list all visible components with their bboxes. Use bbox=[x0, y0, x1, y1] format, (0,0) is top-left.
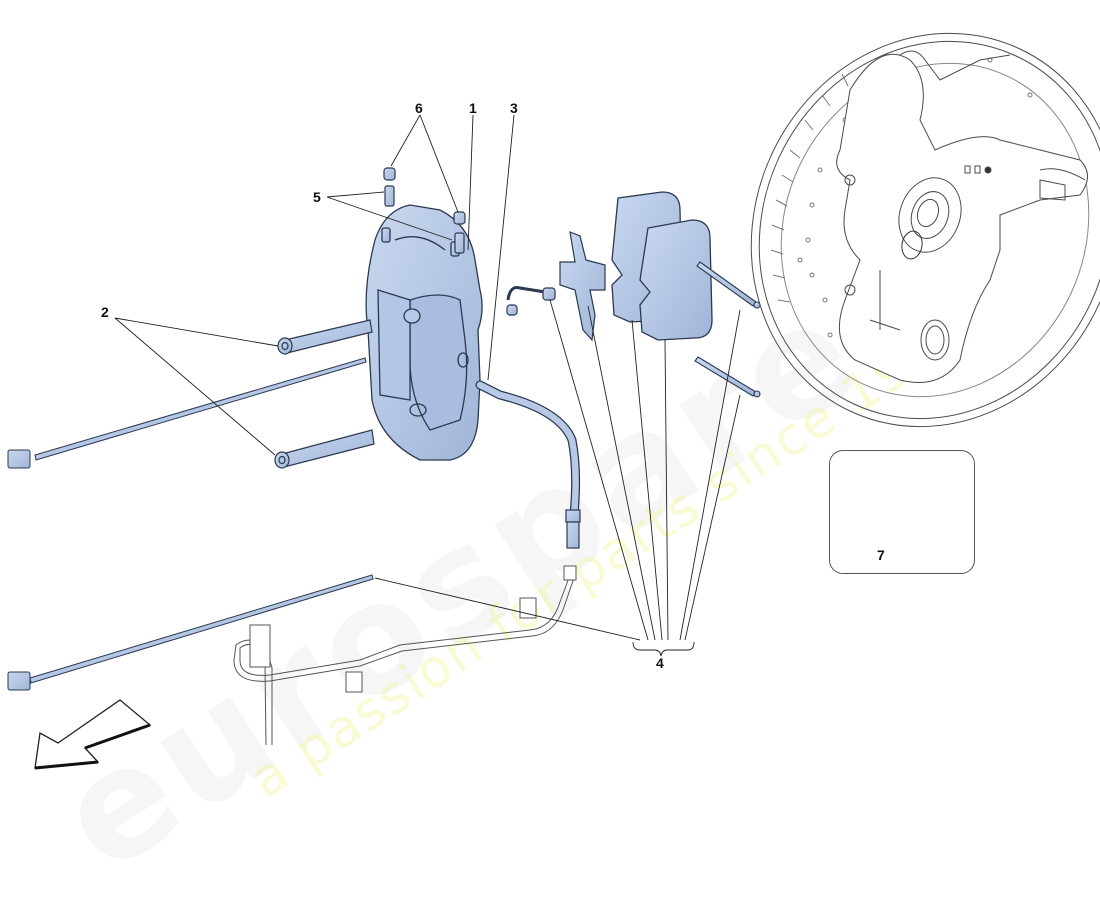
parts-diagram: eurospares a passion for parts since 197… bbox=[7, 32, 1100, 810]
brake-disc-and-hub-carrier bbox=[750, 32, 1100, 428]
bleed-screws-part[interactable] bbox=[384, 185, 465, 254]
callout-5[interactable]: 5 bbox=[313, 189, 321, 205]
brake-line-pipe bbox=[233, 565, 577, 746]
bleed-screw-caps-part[interactable] bbox=[383, 167, 466, 225]
callout-2[interactable]: 2 bbox=[101, 304, 109, 320]
callout-3[interactable]: 3 bbox=[510, 100, 518, 116]
callout-1[interactable]: 1 bbox=[469, 100, 477, 116]
caliper-mounting-bolts-part[interactable] bbox=[274, 319, 375, 469]
pad-spring-and-sensor[interactable] bbox=[506, 231, 606, 342]
callout-6[interactable]: 6 bbox=[415, 100, 423, 116]
brake-pads-part[interactable] bbox=[611, 191, 713, 341]
front-direction-arrow-icon bbox=[34, 699, 152, 770]
callout-7[interactable]: 7 bbox=[877, 547, 885, 563]
callout-4[interactable]: 4 bbox=[656, 655, 664, 671]
brake-caliper-part[interactable] bbox=[365, 204, 483, 461]
inset-frame bbox=[829, 450, 975, 574]
wear-sensor-cables[interactable] bbox=[7, 357, 374, 691]
pad-retaining-pins[interactable] bbox=[694, 261, 761, 398]
leader-lines bbox=[114, 114, 741, 657]
brake-hose-part[interactable] bbox=[475, 380, 581, 549]
diagram-drawing: ♞ bbox=[7, 32, 1100, 770]
